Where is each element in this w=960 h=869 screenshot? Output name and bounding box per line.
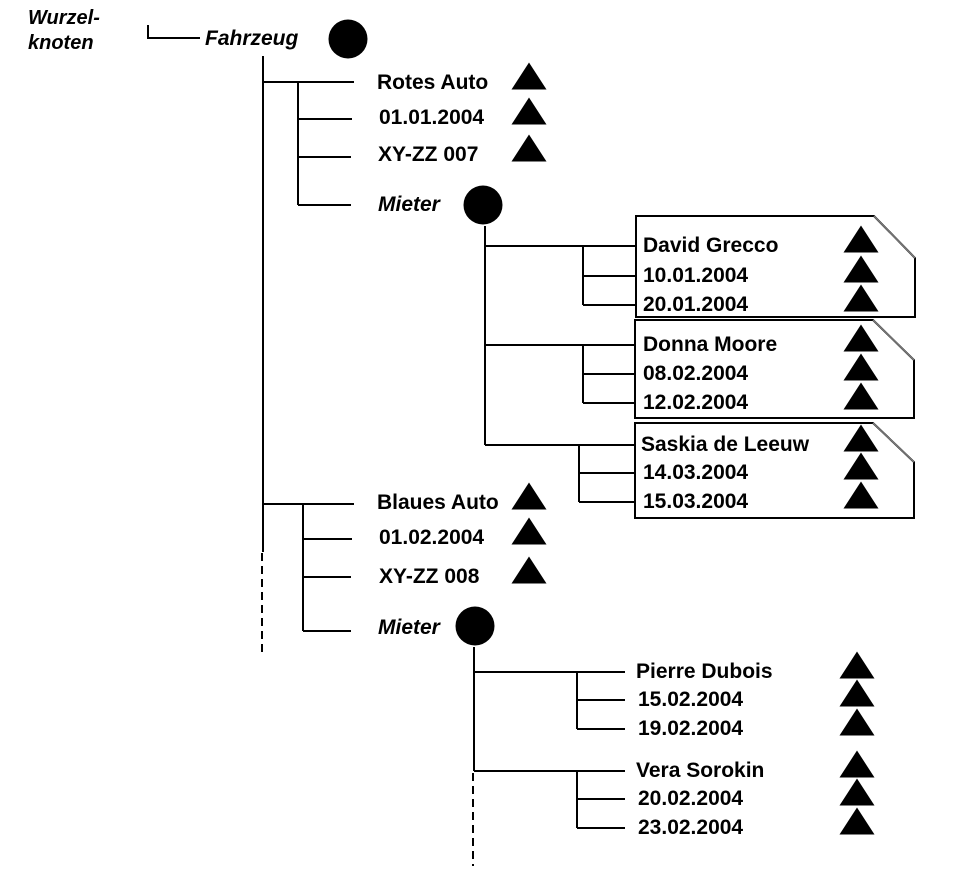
node-mieter2-label: Mieter [378,615,440,639]
node-renter-name: Pierre Dubois [636,659,773,683]
annotation-connector-line [147,25,200,39]
node-vehicle2-code: XY-ZZ 008 [379,564,480,588]
triangle-icon [842,381,880,411]
node-mieter1-label: Mieter [378,192,440,216]
root-annotation-line1: Wurzel- [28,7,100,29]
node-renter-date: 10.01.2004 [643,263,749,287]
renter-box-david-grecco [635,215,916,318]
renter-box-donna-moore [634,319,915,419]
node-renter-date: 19.02.2004 [638,716,744,740]
node-renter-date: 15.02.2004 [638,687,744,711]
triangle-icon [842,283,880,313]
node-renter-date: 12.02.2004 [643,390,749,414]
node-vehicle2-name: Blaues Auto [377,490,499,514]
triangle-icon [510,516,548,546]
triangle-icon [842,254,880,284]
circle-icon [454,605,496,647]
triangle-icon [838,707,876,737]
root-annotation-line2: knoten [28,32,94,54]
triangle-icon [838,678,876,708]
node-fahrzeug-label: Fahrzeug [205,26,299,50]
circle-icon [462,184,504,226]
node-renter-name: Saskia de Leeuw [641,432,810,456]
node-renter-date: 20.02.2004 [638,786,744,810]
node-renter-date: 20.01.2004 [643,292,749,316]
triangle-icon [842,423,880,453]
triangle-icon [510,61,548,91]
node-renter-date: 15.03.2004 [643,489,749,513]
triangle-icon [838,749,876,779]
triangle-icon [838,777,876,807]
triangle-icon [510,133,548,163]
circle-icon [327,18,369,60]
root-annotation: Wurzel- knoten [28,6,100,56]
renter-box-saskia-de-leeuw [634,422,915,519]
node-renter-date: 08.02.2004 [643,361,749,385]
triangle-icon [510,96,548,126]
node-renter-name: Vera Sorokin [636,758,765,782]
triangle-icon [842,224,880,254]
triangle-icon [842,352,880,382]
node-vehicle1-code: XY-ZZ 007 [378,142,479,166]
triangle-icon [510,481,548,511]
node-vehicle1-name: Rotes Auto [377,70,489,94]
triangle-icon [510,555,548,585]
triangle-icon [842,323,880,353]
node-renter-name: Donna Moore [643,332,778,356]
triangle-icon [838,650,876,680]
node-renter-date: 14.03.2004 [643,460,749,484]
node-renter-name: David Grecco [643,233,779,257]
triangle-icon [842,480,880,510]
triangle-icon [842,451,880,481]
triangle-icon [838,806,876,836]
node-vehicle2-date: 01.02.2004 [379,525,485,549]
node-vehicle1-date: 01.01.2004 [379,105,485,129]
node-renter-date: 23.02.2004 [638,815,744,839]
